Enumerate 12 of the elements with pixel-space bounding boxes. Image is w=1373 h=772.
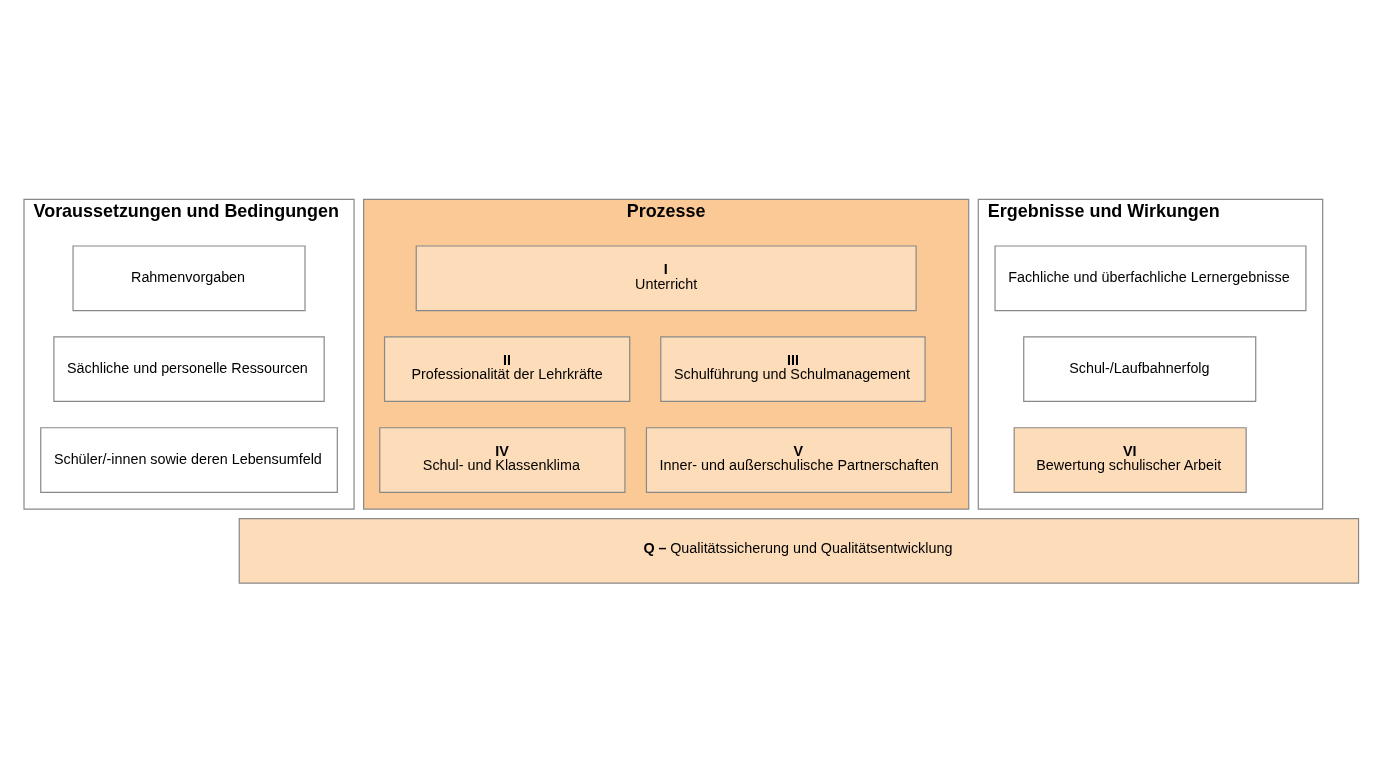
node-box: Sächliche und personelle Ressourcen bbox=[53, 335, 325, 402]
node-box: III Schulführung und Schulmanagement bbox=[660, 335, 926, 402]
node-box: II Professionalität der Lehrkräfte bbox=[383, 335, 631, 402]
node-box: Rahmenvorgaben bbox=[72, 244, 306, 311]
node-box: VI Bewertung schulischer Arbeit bbox=[1013, 426, 1247, 493]
node-box: Q – Qualitätssicherung und Qualitätsentwicklung bbox=[238, 517, 1360, 584]
node-box: Fachliche und überfachliche Lernergebnisse bbox=[994, 244, 1307, 311]
node-box: Schul-/Laufbahnerfolg bbox=[1023, 335, 1257, 402]
node-box: Schüler/-innen sowie deren Lebensumfeld bbox=[40, 426, 338, 493]
node-box: I Unterricht bbox=[415, 244, 917, 311]
node-box: V Inner- und außerschulische Partnerschaften bbox=[645, 426, 952, 493]
node-box: IV Schul- und Klassenklima bbox=[379, 426, 626, 493]
